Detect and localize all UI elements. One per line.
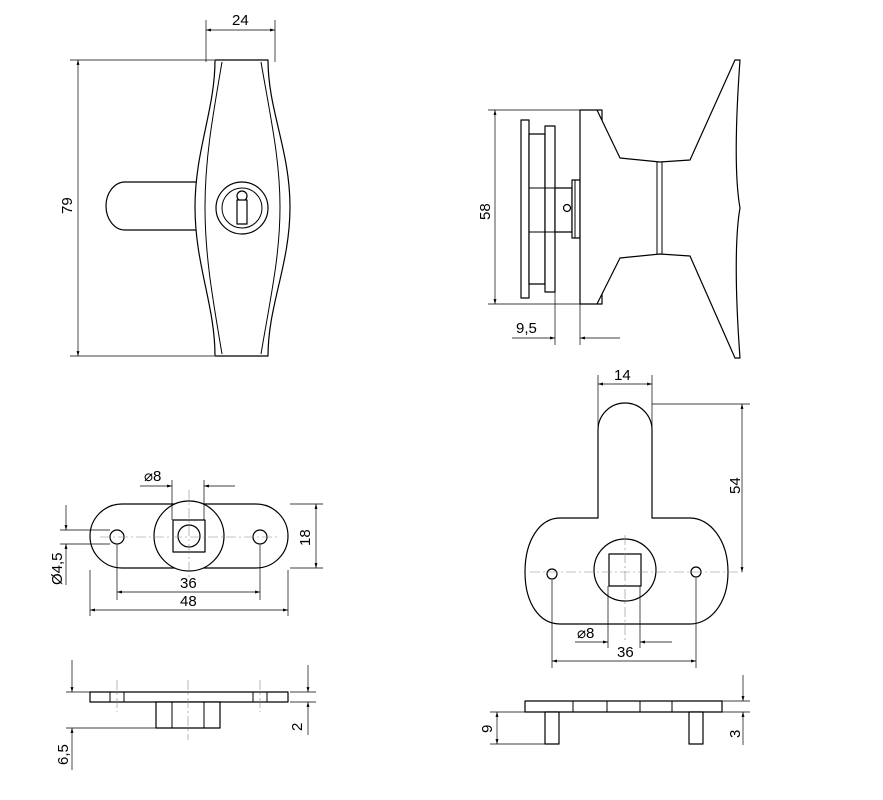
dim-rear-total-height: 54 bbox=[727, 477, 744, 494]
dim-plate-thickness: 2 bbox=[289, 723, 306, 731]
back-plate-view: ⌀8 Ø4,5 18 36 48 bbox=[49, 468, 323, 616]
side-view: 58 9,5 bbox=[477, 59, 741, 359]
side-plate-middle bbox=[528, 133, 546, 285]
plate-side-view: 6,5 2 bbox=[55, 660, 316, 770]
rear-side-view: 9 3 bbox=[479, 675, 750, 745]
front-handle-inner-edge-right bbox=[260, 61, 281, 355]
rear-side-plate bbox=[524, 700, 723, 713]
dim-side-height: 58 bbox=[477, 203, 494, 220]
rear-view: 14 54 ⌀8 36 bbox=[524, 367, 750, 668]
side-seal-ring bbox=[571, 179, 581, 239]
dim-rear-handle-width: 14 bbox=[614, 367, 631, 384]
front-view: 24 79 bbox=[59, 12, 291, 357]
side-plate-inner bbox=[544, 125, 556, 293]
rear-fix-hole-left bbox=[546, 568, 558, 580]
dim-plate-fix-hole: Ø4,5 bbox=[49, 552, 66, 585]
rear-side-pin-left bbox=[544, 711, 560, 745]
dim-rear-hole-dia: ⌀8 bbox=[577, 625, 594, 642]
front-lock-core bbox=[221, 187, 263, 229]
front-keyslot bbox=[236, 199, 248, 225]
dim-plate-length: 48 bbox=[180, 593, 197, 610]
dim-plate-hole-spacing: 36 bbox=[180, 575, 197, 592]
dim-plate-hole-dia: ⌀8 bbox=[144, 468, 161, 485]
front-lever-arm bbox=[105, 181, 201, 231]
dim-plate-height: 18 bbox=[297, 529, 314, 546]
side-handle-profile bbox=[596, 59, 741, 359]
side-plate-outer bbox=[520, 119, 530, 299]
dim-rear-pin-height: 9 bbox=[479, 725, 496, 733]
front-handle-inner-edge bbox=[204, 61, 223, 355]
dim-front-width: 24 bbox=[232, 12, 249, 29]
dim-rear-plate-thickness: 3 bbox=[727, 730, 744, 738]
rear-side-pin-right bbox=[688, 711, 704, 745]
plate-side-flange bbox=[89, 691, 289, 703]
side-pin-hole bbox=[562, 203, 572, 213]
dim-side-offset: 9,5 bbox=[516, 320, 537, 337]
dim-boss-height: 6,5 bbox=[55, 744, 72, 765]
dim-rear-hole-spacing: 36 bbox=[617, 644, 634, 661]
dim-front-height: 79 bbox=[59, 197, 76, 214]
